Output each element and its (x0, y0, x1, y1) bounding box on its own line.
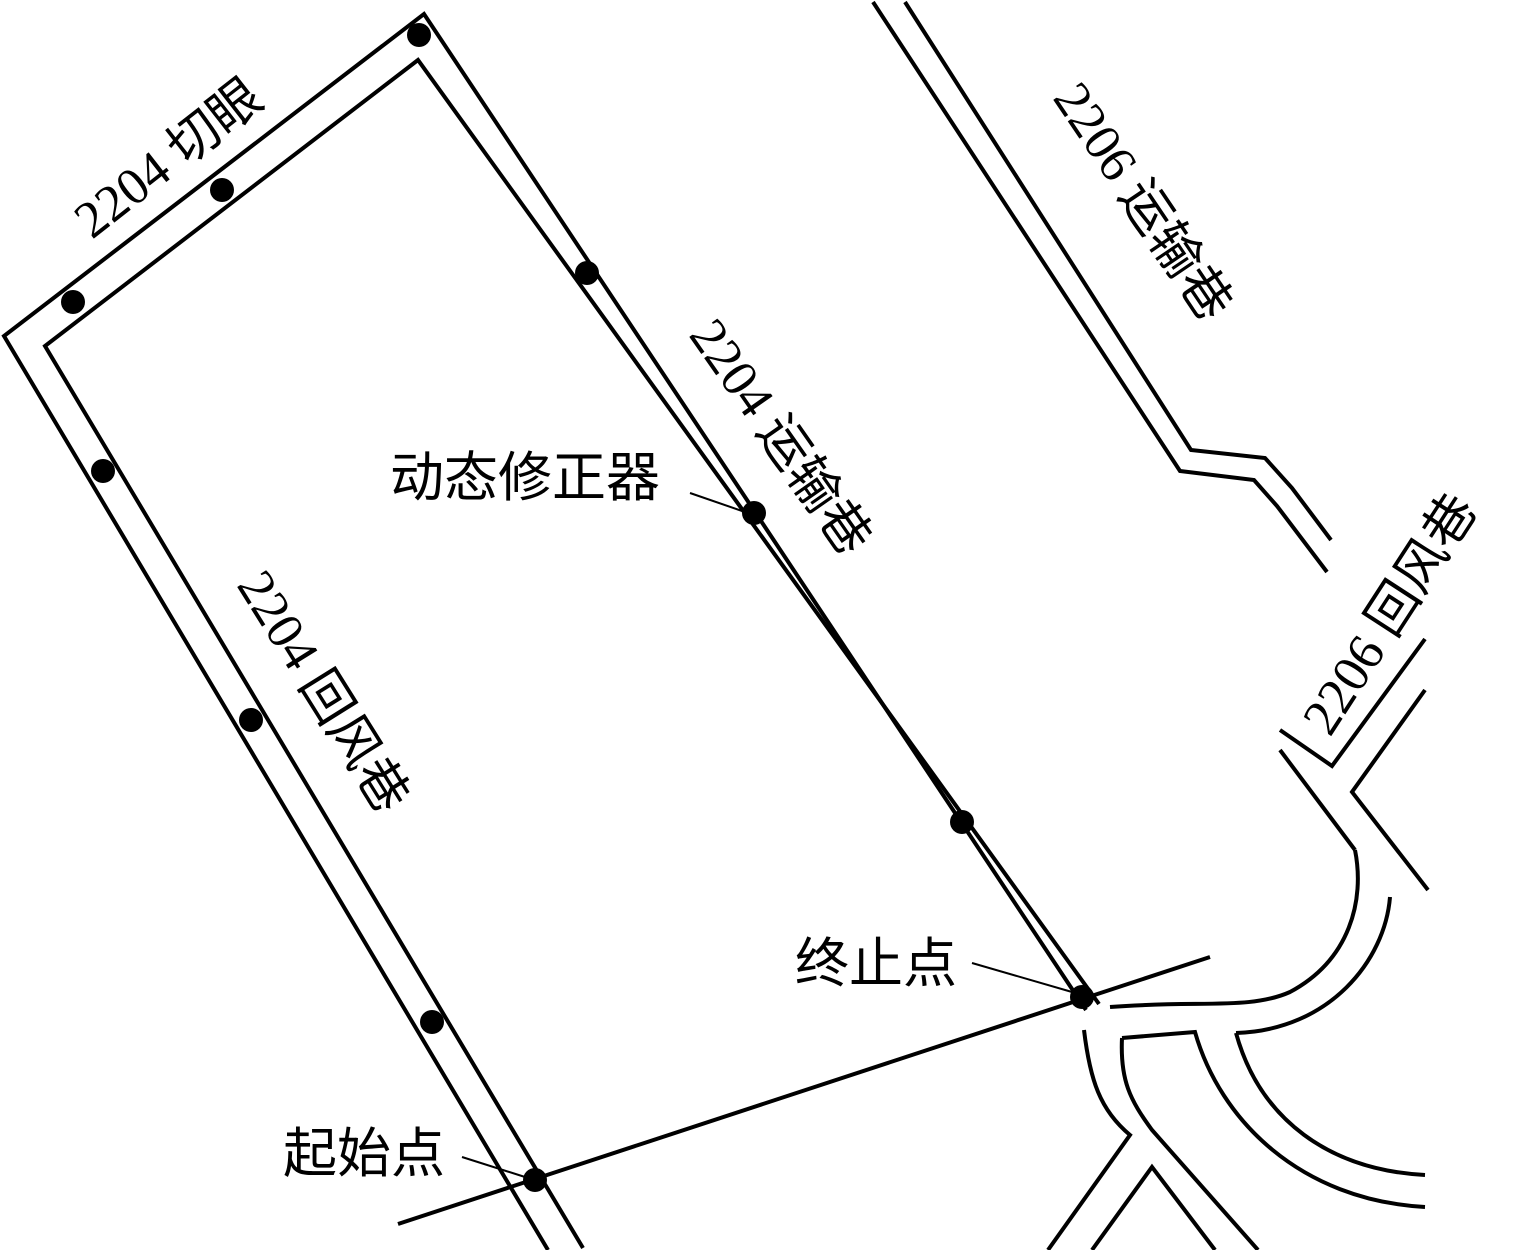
roadway-2204-inner-wall (42, 57, 1101, 1250)
start-point-marker-icon[interactable] (523, 1168, 547, 1192)
roadway-2206-transport-left-wall (871, 0, 1329, 574)
filled-circle-marker-icon[interactable] (742, 501, 766, 525)
label-dynamic-corrector: 动态修正器 (390, 448, 660, 508)
roadway-lower-branches (1046, 1029, 1426, 1250)
label-2204-cut: 2204 切眼 (64, 68, 273, 249)
end-leader (971, 962, 1073, 993)
branch-right-inner (1121, 1029, 1426, 1209)
roadway-2206-return-curve-inner (1235, 896, 1392, 1035)
label-end-point: 终止点 (795, 934, 957, 994)
roadway-2206-transport (871, 0, 1333, 574)
roadway-2206-return (1109, 637, 1430, 1035)
filled-circle-marker-icon[interactable] (61, 290, 85, 314)
label-2206-transport: 2206 运输巷 (1042, 73, 1242, 331)
end-point-marker-icon[interactable] (1070, 985, 1094, 1009)
roadway-2206-return-curve-outer (1109, 849, 1360, 1009)
roadway-2204-loop (1, 11, 1101, 1250)
filled-circle-marker-icon[interactable] (575, 261, 599, 285)
branch-middle-inner (1090, 1163, 1217, 1250)
filled-circle-marker-icon[interactable] (210, 178, 234, 202)
label-2206-return: 2206 回风巷 (1292, 485, 1488, 745)
branch-middle-outer (1119, 1037, 1260, 1250)
start-leader (461, 1156, 526, 1178)
node-markers (61, 23, 1094, 1192)
filled-circle-marker-icon[interactable] (239, 708, 263, 732)
roadway-2204-outer-wall (1, 11, 1088, 1250)
roadway-2206-transport-right-wall (903, 0, 1333, 542)
roadway-2206-return-right-wall (1349, 688, 1430, 892)
branch-right-outer (1234, 1032, 1426, 1177)
leader-lines (461, 492, 1073, 1178)
roadway-2206-return-left-wall (1278, 748, 1357, 852)
label-start-point: 起始点 (283, 1124, 445, 1184)
branch-left-outer (1046, 1029, 1133, 1250)
filled-circle-marker-icon[interactable] (950, 810, 974, 834)
label-2204-transport: 2204 运输巷 (678, 309, 881, 565)
filled-circle-marker-icon[interactable] (407, 23, 431, 47)
filled-circle-marker-icon[interactable] (91, 459, 115, 483)
label-2204-return: 2204 回风巷 (226, 561, 419, 823)
filled-circle-marker-icon[interactable] (420, 1010, 444, 1034)
corrector-leader (689, 492, 746, 513)
roadway-2206-return-upper-wall (1278, 637, 1427, 769)
